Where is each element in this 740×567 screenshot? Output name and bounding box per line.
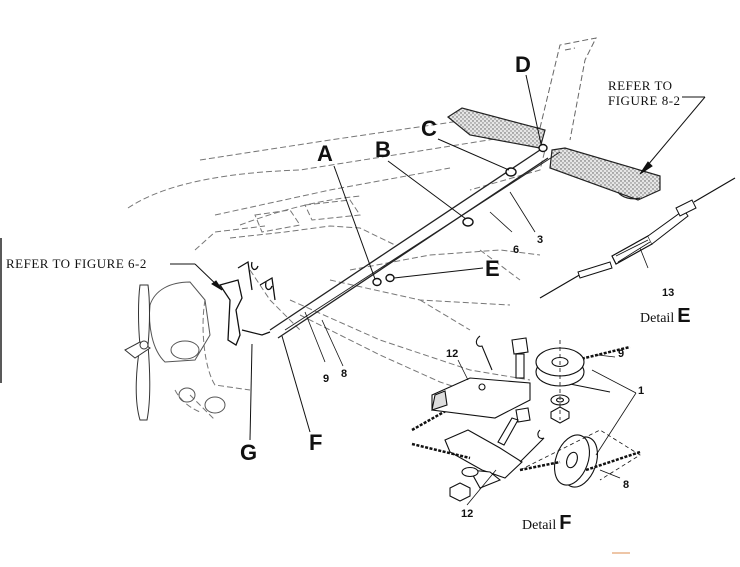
detail-e-word: Detail <box>640 311 675 326</box>
ref-figure-8-2-line1: REFER TO <box>608 78 673 93</box>
part-number-1: 1 <box>638 385 645 397</box>
callout-d: D <box>515 52 531 77</box>
control-cables <box>269 149 561 339</box>
detail-f-letter: F <box>559 512 572 534</box>
part-number-13: 13 <box>662 287 675 299</box>
part-leaders <box>304 191 536 367</box>
part-number-9-fuselage: 9 <box>323 373 330 385</box>
part-number-8-fuselage: 8 <box>341 368 348 380</box>
part-number-8-detail: 8 <box>623 479 630 491</box>
fuselage-outline <box>127 117 546 421</box>
callout-g: G <box>240 440 258 465</box>
part-number-6: 6 <box>513 244 520 256</box>
callout-leaders <box>170 74 542 441</box>
part-number-12-top: 12 <box>446 348 459 360</box>
refer-8-2-leader <box>639 96 706 175</box>
callout-a: A <box>317 141 333 166</box>
propeller <box>124 284 151 421</box>
detail-f-word: Detail <box>522 518 557 533</box>
callout-e: E <box>485 256 500 281</box>
detail-e-letter: E <box>677 305 691 327</box>
vertical-stabilizer <box>539 37 597 141</box>
callout-c: C <box>421 116 437 141</box>
part-number-9-detail: 9 <box>618 348 625 360</box>
engine-cowling <box>149 281 226 414</box>
detail-f-assembly <box>411 335 641 502</box>
detail-e-turnbuckle <box>539 177 736 299</box>
ref-figure-6-2: REFER TO FIGURE 6-2 <box>6 256 147 271</box>
callout-f: F <box>309 430 323 455</box>
part-number-3: 3 <box>537 234 544 246</box>
detail-f-leaders <box>457 354 637 506</box>
ref-figure-8-2-line2: FIGURE 8-2 <box>608 93 681 108</box>
callout-b: B <box>375 137 391 162</box>
horizontal-stabilizer <box>446 107 661 201</box>
part-number-12-bottom: 12 <box>461 508 474 520</box>
cockpit-bracket <box>218 260 276 346</box>
